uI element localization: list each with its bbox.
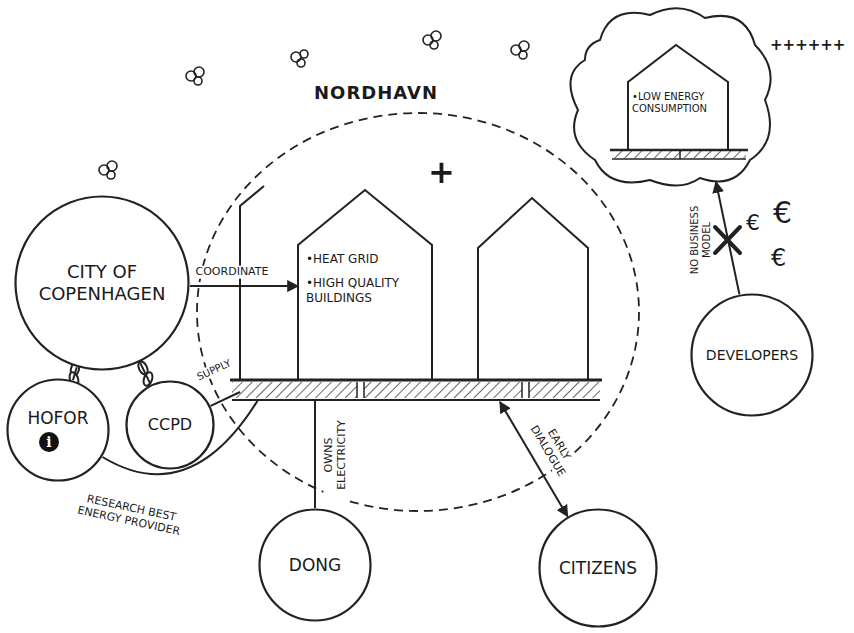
euro-sign: € <box>746 212 760 234</box>
puff <box>431 31 441 41</box>
org-circle: DEVELOPERS <box>690 293 814 417</box>
text-holder: •HEAT GRID •HIGH QUALITY BUILDINGS <box>306 252 424 305</box>
region-ellipse: NORDHAVN•HEAT GRID•HIGH QUALITY BUILDING… <box>196 112 640 512</box>
puff <box>194 67 204 77</box>
node-text: CCPD <box>130 415 210 434</box>
ground-divider <box>679 150 681 159</box>
ground-gap <box>357 381 364 399</box>
euro-sign: € <box>771 246 786 270</box>
edge-label: SUPPLY <box>189 354 239 386</box>
connector <box>73 367 77 380</box>
circle-outline <box>692 295 813 416</box>
node-text: •HIGH QUALITY BUILDINGS <box>306 276 424 305</box>
edge-label: COORDINATE <box>190 266 274 279</box>
ground-gap <box>522 381 529 399</box>
node-shape <box>6 378 110 482</box>
circle-outline <box>260 510 371 621</box>
euro-sign: € <box>773 198 792 228</box>
circle-outline <box>8 380 109 481</box>
node-text: DEVELOPERS <box>698 347 806 364</box>
house-outline <box>298 190 432 380</box>
circle-outline <box>540 510 657 627</box>
connector <box>314 401 316 508</box>
node-text: •LOW ENERGY CONSUMPTION <box>632 91 724 115</box>
house-node: •HEAT GRID •HIGH QUALITY BUILDINGS <box>298 190 432 380</box>
ground-divider <box>528 382 530 398</box>
org-circle: CCPD <box>125 380 215 470</box>
ground-line <box>230 379 602 382</box>
node-text: CITY OF COPENHAGEN <box>32 261 172 304</box>
connector <box>190 285 298 287</box>
org-circle: CITY OF COPENHAGEN <box>14 195 190 371</box>
text-holder: HOFOR i <box>6 378 110 482</box>
text-holder: CITIZENS <box>538 508 658 628</box>
node-text: HOFOR <box>13 408 103 428</box>
ground-divider <box>363 382 365 398</box>
cloud-node: •LOW ENERGY CONSUMPTION <box>560 3 772 193</box>
puff <box>194 77 202 85</box>
plus-row: ++++++ <box>770 38 845 53</box>
circle-outline <box>127 382 214 469</box>
puff-clouds <box>99 31 529 179</box>
text-holder: •LOW ENERGY CONSUMPTION <box>632 91 724 115</box>
node-shape <box>196 112 640 512</box>
ground-line <box>232 399 600 401</box>
connector <box>211 392 240 406</box>
ground-hatch <box>232 382 600 398</box>
house-outline <box>628 45 728 150</box>
connector <box>716 182 739 294</box>
node-text: NORDHAVN <box>296 82 456 104</box>
puff <box>519 51 527 59</box>
text-holder: CITY OF COPENHAGEN <box>14 195 190 371</box>
edge-label: RESEARCH BEST ENERGY PROVIDER <box>67 490 194 541</box>
org-circle: DONG <box>258 508 372 622</box>
house-outline <box>240 186 264 380</box>
ground-divider <box>521 382 523 398</box>
ground-hatch <box>612 151 746 158</box>
text-holder: CCPD <box>125 380 215 470</box>
circle-outline <box>16 197 189 370</box>
puff <box>430 41 438 49</box>
plus-mark: + <box>428 156 455 188</box>
node-text: DONG <box>267 555 363 575</box>
puff <box>107 161 117 171</box>
node-text: •HEAT GRID <box>306 252 424 266</box>
dashed-region <box>197 113 639 511</box>
connector <box>140 362 151 384</box>
puff <box>107 171 115 179</box>
house-outline <box>478 198 588 380</box>
org-circle: HOFOR i <box>6 378 110 482</box>
node-text: CITIZENS <box>546 558 650 578</box>
text-holder: DONG <box>258 508 372 622</box>
edge-label: EARLY DIALOGUE <box>524 411 583 486</box>
org-circle: CITIZENS <box>538 508 658 628</box>
ground-divider <box>356 382 358 398</box>
ground-line <box>612 158 746 160</box>
ground-line <box>610 149 748 152</box>
puff <box>297 59 305 67</box>
puff <box>300 50 308 58</box>
text-holder: NORDHAVN <box>296 82 456 104</box>
cloud-outline <box>570 8 770 185</box>
edge-label: NO BUSINESS MODEL <box>689 198 712 282</box>
text-holder: DEVELOPERS <box>690 293 814 417</box>
edge-label: OWNS ELECTRICITY <box>323 409 348 501</box>
puff <box>519 41 529 51</box>
info-icon: i <box>39 432 59 452</box>
